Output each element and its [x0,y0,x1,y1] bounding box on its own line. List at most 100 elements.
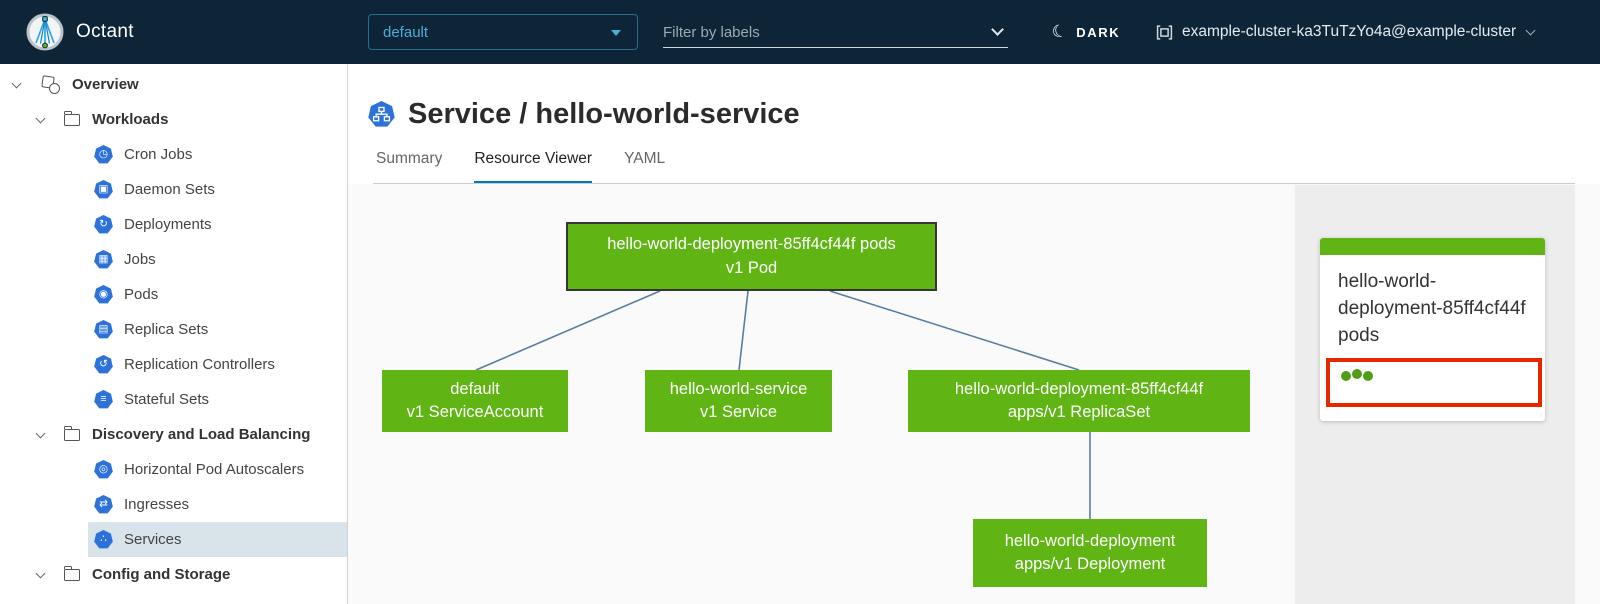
namespace-dropdown[interactable]: default [368,14,638,50]
sidebar-item-services[interactable]: ∴ Services [0,522,347,557]
moon-icon: ☾ [1049,20,1070,43]
graph-node-pod[interactable]: hello-world-deployment-85ff4cf44f pods v… [566,222,937,291]
folder-icon [64,425,80,441]
chevron-down-icon [1525,25,1536,35]
stateful-sets-icon: ≡ [94,390,113,409]
app-title: Octant [76,21,134,42]
sidebar-item-stateful-sets[interactable]: ≡ Stateful Sets [0,382,347,417]
chevron-down-icon[interactable] [35,568,46,578]
graph-node-serviceaccount[interactable]: default v1 ServiceAccount [382,370,568,432]
sidebar-item-deployments[interactable]: ↻ Deployments [0,207,347,242]
sidebar-item-cron-jobs[interactable]: ◷ Cron Jobs [0,137,347,172]
sidebar-item-label: Ingresses [124,496,190,513]
services-icon: ∴ [94,530,113,549]
chevron-down-icon[interactable] [991,23,1004,36]
pod-status-dot [1352,369,1362,379]
theme-toggle-button[interactable]: ☾ DARK [1049,0,1121,64]
sidebar-item-label: Config and Storage [92,566,231,583]
sidebar-item-config-and-storage[interactable]: Config and Storage [0,557,347,592]
sidebar-item-replication-controllers[interactable]: ↺ Replication Controllers [0,347,347,382]
ingresses-icon: ⇄ [94,495,113,514]
sidebar-item-discovery-and-load-balancing[interactable]: Discovery and Load Balancing [0,417,347,452]
sidebar-item-label: Discovery and Load Balancing [92,426,311,443]
chevron-down-icon[interactable] [11,78,22,88]
tab-bar: Summary Resource Viewer YAML [376,150,665,184]
octant-logo-icon [26,13,64,51]
graph-edge [829,290,1080,371]
theme-toggle-label: DARK [1076,24,1121,40]
replication-controllers-icon: ↺ [94,355,113,374]
selected-node-card[interactable]: hello-world-deployment-85ff4cf44f pods [1320,238,1545,421]
page-title: Service / hello-world-service [408,98,800,130]
cluster-selector-label: example-cluster-ka3TuTzYo4a@example-clus… [1182,23,1517,40]
page-title-row: Service / hello-world-service [368,98,800,131]
tab-yaml[interactable]: YAML [624,150,666,167]
sidebar-item-jobs[interactable]: ▦ Jobs [0,242,347,277]
tab-resource-viewer[interactable]: Resource Viewer [474,150,593,184]
sidebar-item-workloads[interactable]: Workloads [0,102,347,137]
selected-node-title: hello-world-deployment-85ff4cf44f pods [1338,271,1526,346]
tab-divider [373,183,1575,184]
folder-icon [64,110,80,126]
chevron-down-icon[interactable] [35,113,46,123]
sidebar-item-label: Pods [124,286,159,303]
sidebar-item-pods[interactable]: ◉ Pods [0,277,347,312]
node-api-version: v1 ServiceAccount [406,403,544,421]
objects-icon [41,76,61,94]
node-name: default [450,379,500,398]
sidebar-item-horizontal-pod-autoscalers[interactable]: ◎ Horizontal Pod Autoscalers [0,452,347,487]
tab-summary[interactable]: Summary [376,150,443,167]
graph-edges [475,290,1091,519]
node-api-version: v1 Pod [725,258,778,277]
graph-node-replicaset[interactable]: hello-world-deployment-85ff4cf44f apps/v… [908,370,1250,432]
graph-node-service[interactable]: hello-world-service v1 Service [645,370,832,432]
label-filter-input[interactable] [663,18,978,46]
cluster-selector[interactable]: example-cluster-ka3TuTzYo4a@example-clus… [1156,0,1536,64]
annotation-highlight-box [1326,358,1542,407]
jobs-icon: ▦ [94,250,113,269]
chevron-down-icon[interactable] [35,428,46,438]
cron-jobs-icon: ◷ [94,145,113,164]
pod-status-dot [1363,371,1373,381]
namespace-dropdown-value: default [383,23,429,41]
cluster-icon [1156,24,1173,40]
deployments-icon: ↻ [94,215,113,234]
label-filter [663,18,1008,48]
service-icon [368,101,395,127]
node-api-version: v1 Service [699,403,778,421]
sidebar-item-overview[interactable]: Overview [0,67,347,102]
resource-viewer-graph: hello-world-deployment-85ff4cf44f pods v… [348,184,1600,604]
pods-icon: ◉ [94,285,113,304]
sidebar-item-label: Cron Jobs [124,146,193,163]
folder-icon [64,565,80,581]
sidebar-item-replica-sets[interactable]: ▤ Replica Sets [0,312,347,347]
sidebar-item-label: Horizontal Pod Autoscalers [124,461,305,478]
sidebar-item-label: Workloads [92,111,169,128]
card-status-bar [1320,238,1545,255]
caret-down-icon [611,30,621,36]
node-name: hello-world-deployment-85ff4cf44f [954,379,1204,398]
node-api-version: apps/v1 Deployment [1014,555,1166,573]
node-api-version: apps/v1 ReplicaSet [1007,403,1151,421]
graph-node-deployment[interactable]: hello-world-deployment apps/v1 Deploymen… [973,519,1207,587]
replica-sets-icon: ▤ [94,320,113,339]
sidebar-item-label: Stateful Sets [124,391,210,408]
graph-edge [738,290,749,371]
sidebar-item-label: Daemon Sets [124,181,215,198]
node-details-panel: hello-world-deployment-85ff4cf44f pods [1295,185,1575,604]
pod-status-dot [1341,371,1351,381]
sidebar-item-ingresses[interactable]: ⇄ Ingresses [0,487,347,522]
node-name: hello-world-deployment [1004,531,1176,550]
sidebar-item-label: Overview [72,76,139,93]
sidebar-item-label: Replica Sets [124,321,209,338]
graph-edge [475,290,661,371]
sidebar-item-daemon-sets[interactable]: ▣ Daemon Sets [0,172,347,207]
node-name: hello-world-deployment-85ff4cf44f pods [607,235,896,254]
sidebar-item-label: Services [124,531,182,548]
sidebar-item-label: Replication Controllers [124,356,275,373]
sidebar-item-label: Deployments [124,216,212,233]
horizontal-pod-autoscalers-icon: ◎ [94,460,113,479]
daemon-sets-icon: ▣ [94,180,113,199]
sidebar-item-label: Jobs [124,251,156,268]
